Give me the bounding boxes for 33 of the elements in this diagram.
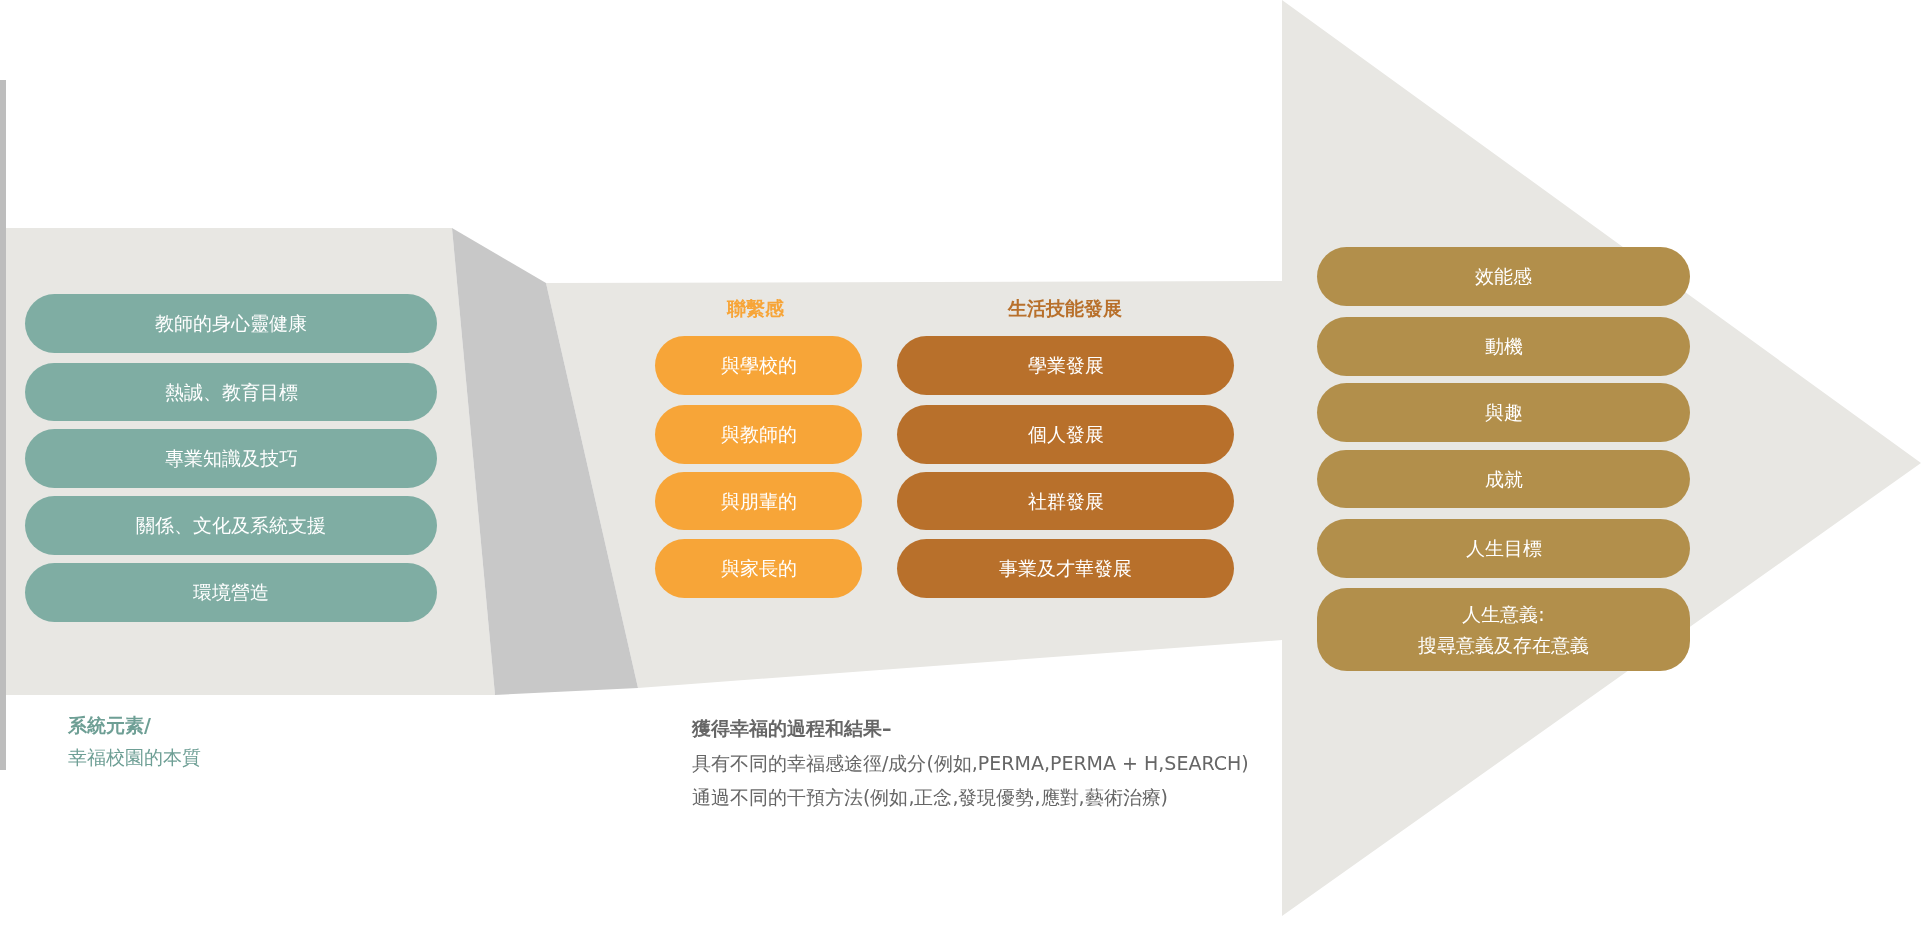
rounded-pill — [1317, 588, 1690, 671]
pill-text: 事業及才華發展 — [999, 556, 1132, 582]
pill-text: 效能感 — [1475, 264, 1532, 290]
pill-text: 動機 — [1484, 334, 1523, 360]
pill-text: 環境營造 — [193, 580, 269, 606]
caption-text: 通過不同的干預方法(例如,正念,發現優勢,應對,藝術治療) — [692, 785, 1168, 810]
caption-text: 具有不同的幸福感途徑/成分(例如,PERMA,PERMA + H,SEARCH) — [692, 751, 1249, 776]
pill-text: 與趣 — [1484, 400, 1523, 426]
pill-text: 個人發展 — [1027, 422, 1104, 448]
caption-heading: 系統元素/ — [68, 713, 151, 738]
column-heading: 聯繫感 — [726, 296, 784, 321]
pill-text: 與教師的 — [720, 422, 797, 448]
pill-text: 專業知識及技巧 — [164, 446, 298, 472]
column-heading: 生活技能發展 — [1008, 296, 1122, 321]
rounded-pill — [25, 363, 437, 421]
pill-text: 搜尋意義及存在意義 — [1418, 632, 1589, 658]
pill-text: 學業發展 — [1027, 353, 1104, 379]
pill-text: 與學校的 — [720, 353, 797, 379]
caption-heading: 獲得幸福的過程和結果– — [692, 716, 892, 741]
rounded-pill — [897, 472, 1234, 530]
pill-text: 教師的身心靈健康 — [155, 311, 307, 337]
pill-text: 人生意義: — [1462, 602, 1545, 628]
pill-text: 關係、文化及系統支援 — [136, 513, 326, 539]
pill-text: 熱誠、教育目標 — [164, 379, 298, 405]
pill-text: 社群發展 — [1027, 488, 1104, 514]
rounded-pill — [1317, 450, 1690, 508]
pill-text: 與朋輩的 — [720, 488, 797, 514]
pill-text: 人生目標 — [1465, 536, 1542, 562]
rounded-pill — [655, 472, 862, 530]
rounded-pill — [1317, 247, 1690, 306]
caption-text: 幸福校園的本質 — [68, 745, 201, 770]
pill-text: 與家長的 — [720, 556, 797, 582]
pill-text: 成就 — [1484, 466, 1523, 492]
